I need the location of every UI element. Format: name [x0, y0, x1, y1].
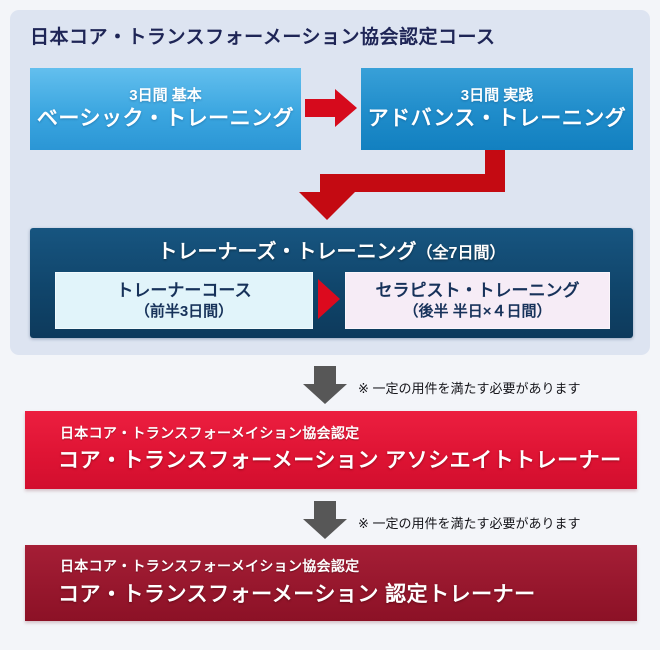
therapist-training-box: セラピスト・トレーニング （後半 半日×４日間）: [345, 272, 610, 329]
elbow-arrow-down-icon: [299, 150, 505, 220]
triangle-right-icon: [318, 279, 340, 319]
arrow-down-icon: [303, 501, 347, 539]
advance-training-box: 3日間 実践 アドバンス・トレーニング: [361, 68, 633, 150]
trainers-training-title-days: （全7日間）: [416, 245, 506, 262]
trainers-training-title: トレーナーズ・トレーニング（全7日間）: [30, 235, 633, 264]
certified-trainer-band: [25, 545, 637, 621]
certified-trainer-association: 日本コア・トランスフォーメイション協会認定: [60, 558, 360, 574]
associate-trainer-association: 日本コア・トランスフォーメイション協会認定: [60, 425, 360, 441]
trainer-course-box: トレーナーコース （前半3日間）: [55, 272, 313, 329]
requirement-note-1: ※ 一定の用件を満たす必要があります: [358, 381, 581, 396]
basic-training-title: ベーシック・トレーニング: [36, 107, 295, 130]
basic-training-days: 3日間 基本: [129, 87, 202, 104]
associate-trainer-title: コア・トランスフォーメーション アソシエイトトレーナー: [58, 449, 622, 472]
certified-trainer-title: コア・トランスフォーメーション 認定トレーナー: [58, 583, 536, 606]
trainer-course-days: （前半3日間）: [134, 303, 234, 320]
trainers-training-title-main: トレーナーズ・トレーニング: [157, 241, 417, 263]
arrow-right-icon: [305, 89, 357, 127]
trainer-course-title: トレーナーコース: [116, 281, 252, 300]
advance-training-title: アドバンス・トレーニング: [367, 107, 627, 130]
therapist-training-days: （後半 半日×４日間）: [403, 303, 552, 320]
advance-training-days: 3日間 実践: [460, 87, 534, 104]
panel-title: 日本コア・トランスフォーメーション協会認定コース: [30, 27, 496, 48]
therapist-training-title: セラピスト・トレーニング: [375, 281, 580, 300]
basic-training-box: 3日間 基本 ベーシック・トレーニング: [30, 68, 301, 150]
arrow-down-icon: [303, 366, 347, 404]
associate-trainer-band: [25, 411, 637, 489]
requirement-note-2: ※ 一定の用件を満たす必要があります: [358, 516, 581, 531]
